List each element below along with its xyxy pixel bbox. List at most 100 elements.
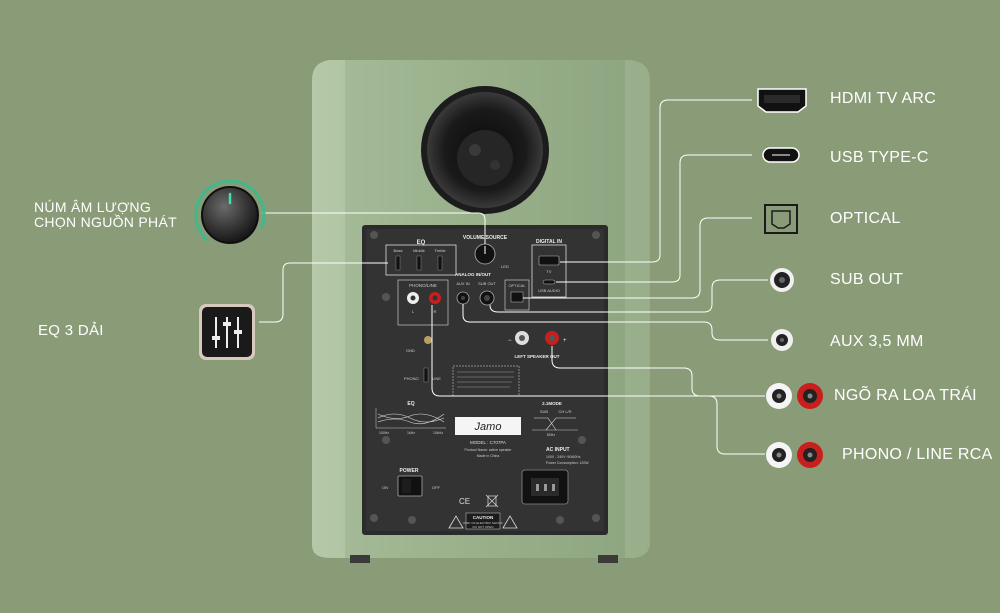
screw-icon — [408, 516, 416, 524]
usb-label: USB TYPE-C — [830, 149, 929, 166]
ac-spec1: 100V - 240V~50/60Hz — [546, 455, 581, 459]
ac-spec2: Power Consumption: 120W — [546, 461, 589, 465]
screw-icon — [382, 436, 390, 444]
volume-label-line2: CHỌN NGUỒN PHÁT — [34, 214, 177, 230]
optical-label: OPTICAL — [830, 210, 901, 227]
ac-input-label: AC INPUT — [546, 447, 570, 453]
gnd-label: GND — [406, 348, 415, 353]
hdmi-label: HDMI TV ARC — [830, 90, 937, 107]
eq-bass-switch[interactable] — [395, 255, 401, 271]
caution-line2: DO NOT OPEN — [473, 525, 494, 529]
line-sub — [489, 279, 768, 313]
bass-port — [421, 86, 549, 214]
gnd-terminal[interactable] — [424, 336, 432, 344]
brand-badge — [455, 417, 521, 435]
speaker-rca-icon — [766, 383, 823, 409]
phono-line-label: PHONO/LINE — [409, 283, 437, 288]
aux-label: AUX 3,5 MM — [830, 333, 924, 350]
product-label: Product Name: active speaker — [465, 448, 513, 452]
mode-ch-label: CH L/R — [558, 409, 571, 414]
caution-label: CAUTION — [473, 515, 494, 520]
digital-in-label: DIGITAL IN — [536, 239, 562, 245]
eq-1k-label: 1kHz — [407, 431, 415, 435]
screw-icon — [578, 436, 586, 444]
eq-sliders-icon — [199, 304, 255, 360]
eq-middle-switch[interactable] — [416, 255, 422, 271]
rca-l-label: L — [412, 309, 415, 314]
analog-inout-label: ANALOG IN/OUT — [455, 272, 491, 277]
brand-name: Jamo — [474, 421, 502, 433]
warning-icon — [502, 515, 518, 529]
phono-rca-icon — [766, 442, 823, 468]
line-usb — [556, 154, 752, 283]
sub-jack-icon — [770, 268, 794, 292]
tv-label: TV — [546, 269, 551, 274]
back-panel: EQ Bass Middle Treble VOLUME/SOURCE LED … — [362, 225, 608, 535]
eq-100-label: 100Hz — [379, 431, 389, 435]
made-label: Made in China — [477, 454, 500, 458]
eq-block — [385, 244, 457, 276]
screw-icon — [592, 514, 600, 522]
sub-out-panel-label: SUB OUT — [478, 281, 496, 286]
volume-label-line1: NÚM ÂM LƯỢNG — [34, 199, 152, 215]
screw-icon — [370, 231, 378, 239]
phono-label: PHONO — [404, 376, 419, 381]
mode-title: 2.1MODE — [542, 401, 562, 406]
aux-jack-icon — [771, 329, 793, 351]
knob-icon — [194, 179, 266, 251]
usb-audio-label: USB AUDIO — [538, 288, 560, 293]
screw-icon — [382, 293, 390, 301]
eq-graph-title: EQ — [407, 401, 414, 407]
mode-80-label: 80Hz — [547, 433, 555, 437]
phono-line-rca-label: PHONO / LINE RCA — [842, 446, 993, 463]
minus-label: − — [508, 338, 512, 344]
line-aux — [462, 304, 768, 341]
eq-label: EQ 3 DẢI — [38, 322, 104, 339]
line-optical — [523, 217, 752, 299]
hdmi-icon — [757, 88, 807, 113]
panel-usb-port[interactable] — [542, 279, 556, 285]
panel-optical-port[interactable] — [510, 291, 524, 303]
left-speaker-out-label: LEFT SPEAKER OUT — [514, 354, 559, 359]
sub-out-label: SUB OUT — [830, 271, 904, 288]
callout-lines — [259, 99, 768, 455]
eq-10k-label: 10kHz — [433, 431, 443, 435]
power-off-label: OFF — [432, 485, 441, 490]
caution-line1: RISK OF ELECTRIC SHOCK — [463, 521, 502, 525]
line-phono — [431, 305, 765, 455]
eq-middle-label: Middle — [413, 248, 426, 253]
line-speaker — [551, 346, 765, 397]
line-volume — [262, 212, 486, 244]
eq-bass-label: Bass — [394, 248, 403, 253]
optical-panel-label: OPTICAL — [508, 283, 526, 288]
led-label: LED — [501, 264, 509, 269]
weee-icon — [485, 494, 499, 508]
digital-in-block — [531, 244, 567, 298]
line-hdmi — [560, 99, 752, 263]
warning-icon — [448, 515, 464, 529]
screw-icon — [592, 231, 600, 239]
speaker-out-label: NGÕ RA LOA TRÁI — [834, 387, 977, 404]
model-label: MODEL : C707PA — [470, 440, 506, 445]
eq-treble-switch[interactable] — [437, 255, 443, 271]
mode-sub-label: SUB — [540, 409, 549, 414]
power-label: POWER — [400, 468, 419, 474]
line-eq — [259, 262, 388, 323]
crossover-graph-icon — [532, 417, 578, 431]
ce-mark: CE — [459, 497, 470, 506]
rca-r-label: R — [434, 309, 437, 314]
eq-treble-label: Treble — [434, 248, 446, 253]
eq-graph-icon — [375, 408, 446, 429]
screw-icon — [556, 516, 564, 524]
usb-c-icon — [762, 147, 800, 163]
line-label: LINE — [432, 376, 441, 381]
screw-icon — [370, 514, 378, 522]
optical-icon — [764, 204, 798, 234]
phono-line-switch[interactable] — [423, 367, 429, 383]
plus-label: + — [563, 338, 567, 344]
aux-in-label: AUX IN — [456, 281, 469, 286]
panel-hdmi-port[interactable] — [538, 255, 560, 266]
eq-title: EQ — [417, 240, 426, 246]
